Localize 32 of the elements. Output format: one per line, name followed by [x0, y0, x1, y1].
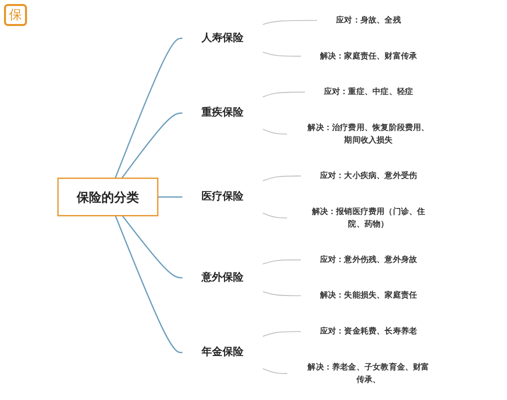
- node-text: 年金保险: [201, 346, 244, 358]
- node-text: 人寿保险: [201, 32, 244, 44]
- connector: [262, 128, 288, 135]
- node-text: 意外保险: [201, 271, 244, 284]
- connector: [262, 20, 318, 26]
- connector: [121, 112, 182, 179]
- node-text: 解决：养老金、子女教育金、财富传承、: [307, 362, 430, 384]
- connector: [262, 290, 302, 296]
- node-text: 应对：重症、中症、轻症: [324, 87, 413, 97]
- node-text: 重疾保险: [201, 106, 244, 119]
- node-text: 应对：资金耗费、长寿养老: [320, 326, 417, 336]
- connector: [262, 259, 302, 265]
- node-text: 应对：大小疾病、意外受伤: [320, 171, 417, 181]
- connector: [262, 331, 302, 338]
- node-text: 解决：报销医疗费用（门诊、住院、药物）: [311, 207, 425, 229]
- connector: [114, 38, 182, 178]
- node-text: 医疗保险: [201, 190, 244, 203]
- connector: [262, 92, 306, 98]
- connector: [262, 52, 302, 57]
- shield-label: 保: [4, 4, 27, 26]
- node-text: 应对：身故、全残: [336, 16, 401, 25]
- node-box: 保险的分类: [57, 178, 158, 216]
- connector: [262, 368, 288, 374]
- connector: [114, 215, 182, 354]
- connector: [157, 196, 182, 198]
- node-text: 解决：家庭责任、财富传承: [320, 51, 417, 61]
- connector: [262, 176, 302, 182]
- node-text: 应对：意外伤残、意外身故: [320, 255, 417, 264]
- node-text: 解决：失能损失、家庭责任: [320, 290, 417, 300]
- node-text: 解决：治疗费用、恢复阶段费用、期间收入损失: [307, 123, 430, 145]
- connector: [262, 212, 288, 218]
- connector: [122, 215, 182, 278]
